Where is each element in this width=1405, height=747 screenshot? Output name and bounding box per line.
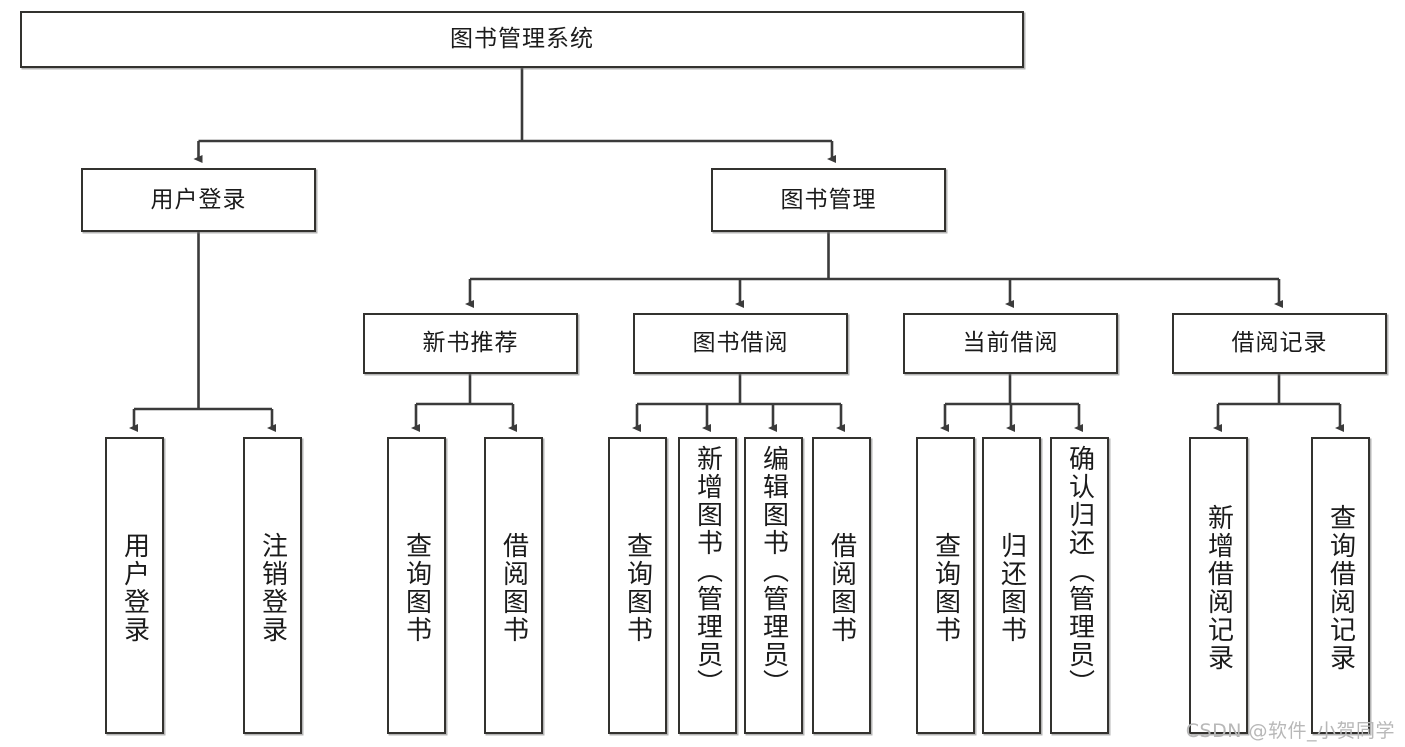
leaf-add-record-label: 新增借阅记录 [1203, 503, 1234, 672]
leaf-user-login-label: 用户登录 [119, 531, 150, 644]
leaf-query-book-cb-label: 查询图书 [930, 531, 961, 644]
node-book-manage-label: 图书管理 [780, 186, 877, 213]
csdn-watermark: CSDN @软件_小贺同学 [1185, 720, 1395, 742]
leaf-borrow-book-rec[interactable]: 借阅图书 [484, 437, 543, 734]
leaf-query-book-bb[interactable]: 查询图书 [608, 437, 667, 734]
node-borrow-record[interactable]: 借阅记录 [1172, 313, 1387, 374]
leaf-borrow-book-bb-label: 借阅图书 [826, 531, 857, 644]
node-book-borrow[interactable]: 图书借阅 [633, 313, 848, 374]
leaf-query-record-label: 查询借阅记录 [1325, 503, 1356, 672]
node-user-login[interactable]: 用户登录 [81, 168, 316, 232]
leaf-borrow-book-bb[interactable]: 借阅图书 [812, 437, 871, 734]
node-current-borrow-label: 当前借阅 [962, 330, 1059, 356]
node-root-label: 图书管理系统 [450, 26, 594, 52]
leaf-user-login[interactable]: 用户登录 [105, 437, 164, 734]
leaf-add-record[interactable]: 新增借阅记录 [1189, 437, 1248, 734]
leaf-query-book-rec-label: 查询图书 [401, 531, 432, 644]
leaf-add-book[interactable]: 新增图书（管理员） [678, 437, 737, 734]
leaf-add-book-label: 新增图书（管理员） [692, 445, 723, 697]
leaf-query-book-rec[interactable]: 查询图书 [387, 437, 446, 734]
node-borrow-record-label: 借阅记录 [1231, 330, 1328, 356]
leaf-edit-book-label: 编辑图书（管理员） [758, 445, 789, 697]
leaf-query-record[interactable]: 查询借阅记录 [1311, 437, 1370, 734]
node-book-manage[interactable]: 图书管理 [711, 168, 946, 232]
leaf-confirm-return-label: 确认归还（管理员） [1064, 445, 1095, 697]
leaf-logout-label: 注销登录 [257, 531, 288, 644]
node-new-book-rec-label: 新书推荐 [422, 330, 519, 356]
leaf-logout[interactable]: 注销登录 [243, 437, 302, 734]
leaf-return-book[interactable]: 归还图书 [982, 437, 1041, 734]
node-current-borrow[interactable]: 当前借阅 [903, 313, 1118, 374]
leaf-edit-book[interactable]: 编辑图书（管理员） [744, 437, 803, 734]
node-user-login-label: 用户登录 [150, 186, 247, 213]
node-root[interactable]: 图书管理系统 [20, 11, 1024, 68]
leaf-query-book-bb-label: 查询图书 [622, 531, 653, 644]
node-book-borrow-label: 图书借阅 [692, 330, 789, 356]
leaf-query-book-cb[interactable]: 查询图书 [916, 437, 975, 734]
leaf-borrow-book-rec-label: 借阅图书 [498, 531, 529, 644]
node-new-book-rec[interactable]: 新书推荐 [363, 313, 578, 374]
leaf-confirm-return[interactable]: 确认归还（管理员） [1050, 437, 1109, 734]
leaf-return-book-label: 归还图书 [996, 531, 1027, 644]
